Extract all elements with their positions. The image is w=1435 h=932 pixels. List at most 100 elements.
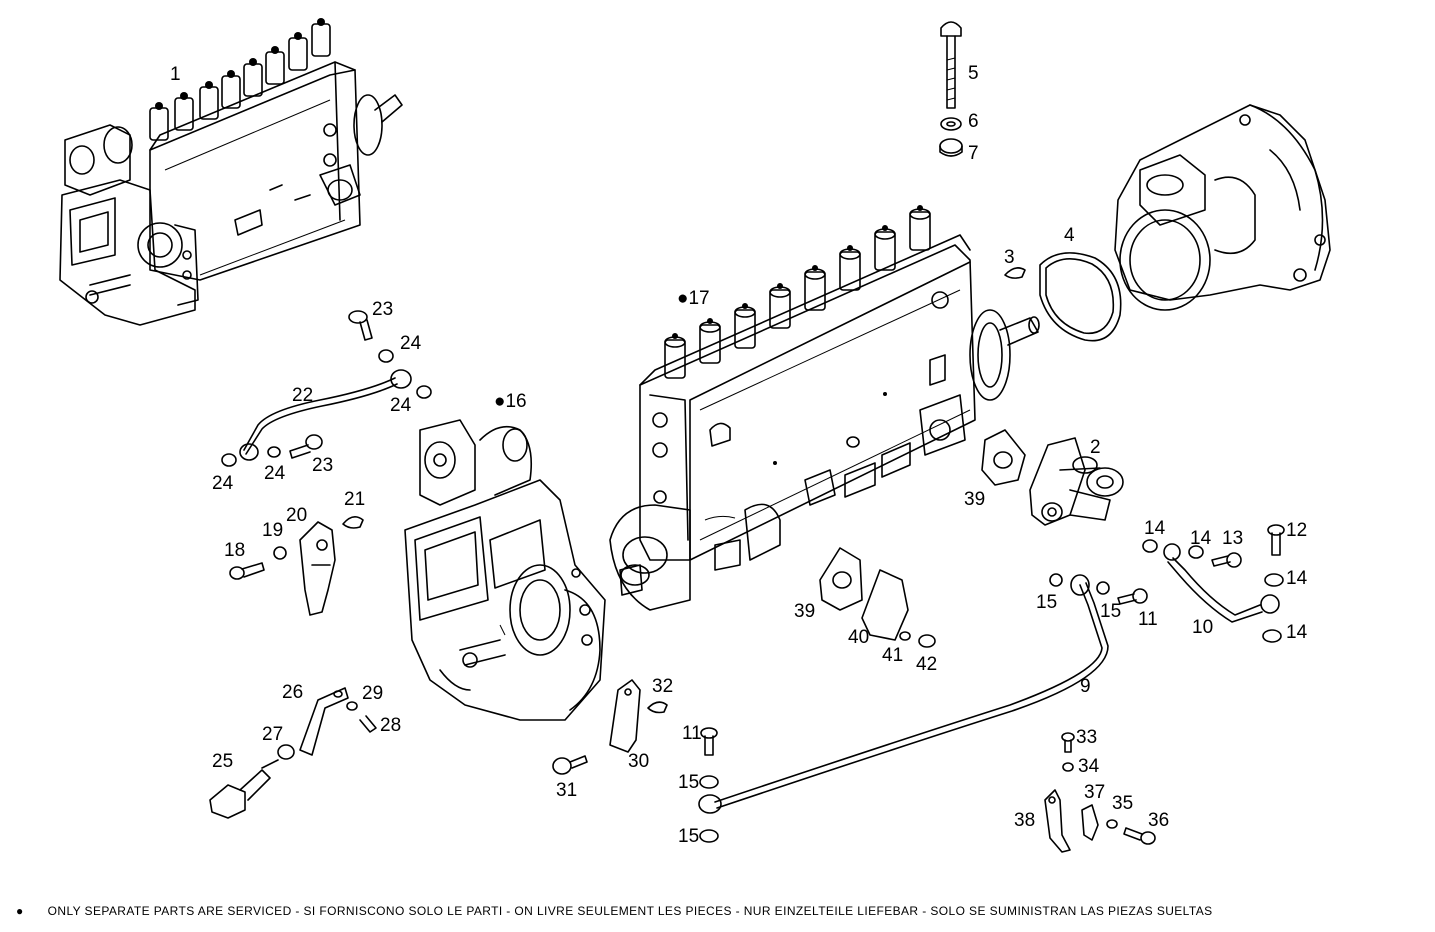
callout-24-b: 24 xyxy=(390,395,412,416)
part-38-bracket xyxy=(1044,789,1071,853)
part-41-washer xyxy=(899,631,911,641)
callout-28: 28 xyxy=(380,715,402,736)
part-39-gasket-lower xyxy=(819,547,863,611)
callout-20: 20 xyxy=(286,505,308,526)
callout-24-d: 24 xyxy=(212,473,234,494)
part-9-fuel-pipe xyxy=(698,574,1109,814)
service-note-footer: ● ONLY SEPARATE PARTS ARE SERVICED - SI F… xyxy=(16,904,1213,918)
callout-24-c: 24 xyxy=(264,463,286,484)
part-15-washers xyxy=(699,573,1110,843)
part-33-screw xyxy=(1061,732,1075,753)
part-21-key xyxy=(342,516,364,529)
part-1-injection-pump-assembly xyxy=(59,18,403,326)
callout-2: 2 xyxy=(1090,437,1101,458)
part-32-key xyxy=(647,701,668,714)
callout-39-lower: 39 xyxy=(794,601,816,622)
part-4-o-ring xyxy=(1039,252,1122,342)
part-10-fuel-pipe xyxy=(1163,543,1280,623)
callout-26: 26 xyxy=(282,682,304,703)
part-16-governor-housing xyxy=(404,419,606,721)
callout-25: 25 xyxy=(212,751,234,772)
callout-24-a: 24 xyxy=(400,333,422,354)
callout-6: 6 xyxy=(968,111,979,132)
part-34-washer xyxy=(1062,762,1074,772)
callout-14-b: 14 xyxy=(1190,528,1212,549)
callout-7: 7 xyxy=(968,143,979,164)
part-6-washer xyxy=(940,117,962,131)
callout-33: 33 xyxy=(1076,727,1098,748)
callout-15-a: 15 xyxy=(1036,592,1058,613)
callout-14-a: 14 xyxy=(1144,518,1166,539)
callout-15-c: 15 xyxy=(678,772,700,793)
part-37-clip xyxy=(1081,804,1099,841)
callout-18: 18 xyxy=(224,540,246,561)
part-23-banjo-bolt-upper xyxy=(348,310,373,341)
callout-34: 34 xyxy=(1078,756,1100,777)
callout-14-c: 14 xyxy=(1286,568,1308,589)
callout-42: 42 xyxy=(916,654,938,675)
callout-23-upper: 23 xyxy=(372,299,394,320)
callout-19: 19 xyxy=(262,520,284,541)
part-2-feed-pump xyxy=(1029,437,1124,526)
callout-21: 21 xyxy=(344,489,366,510)
callout-37: 37 xyxy=(1084,782,1106,803)
coupling-flange-housing xyxy=(1114,104,1331,311)
callout-31: 31 xyxy=(556,780,578,801)
callout-17: ●17 xyxy=(677,288,710,309)
part-23-banjo-bolt-lower xyxy=(289,434,323,459)
callout-41: 41 xyxy=(882,645,904,666)
footer-bullet: ● xyxy=(16,904,24,918)
callout-40: 40 xyxy=(848,627,870,648)
callout-12: 12 xyxy=(1286,520,1308,541)
callout-15-b: 15 xyxy=(1100,601,1122,622)
footer-note-text: ONLY SEPARATE PARTS ARE SERVICED - SI FO… xyxy=(47,904,1213,918)
callout-36: 36 xyxy=(1148,810,1170,831)
callout-32: 32 xyxy=(652,676,674,697)
callout-4: 4 xyxy=(1064,225,1075,246)
callout-30: 30 xyxy=(628,751,650,772)
part-12-banjo-bolt xyxy=(1267,524,1285,556)
callout-1: 1 xyxy=(170,64,181,85)
callout-3: 3 xyxy=(1004,247,1015,268)
part-29-washer xyxy=(346,701,358,711)
part-18-bolt xyxy=(229,562,265,580)
callout-11-lower: 11 xyxy=(682,723,702,744)
part-30-lever xyxy=(609,679,641,753)
part-36-screw xyxy=(1123,827,1156,845)
part-19-washer xyxy=(273,546,287,560)
part-40-cover-plate xyxy=(861,569,909,641)
part-35-washer xyxy=(1106,819,1118,829)
part-42-nut xyxy=(918,634,936,648)
callout-9: 9 xyxy=(1080,676,1091,697)
part-24-washers xyxy=(221,349,432,467)
part-28-screw xyxy=(359,715,377,733)
part-7-nut xyxy=(939,138,963,157)
part-3-woodruff-key xyxy=(1004,267,1026,279)
callout-35: 35 xyxy=(1112,793,1134,814)
callout-11-right: 11 xyxy=(1138,609,1158,630)
callout-14-d: 14 xyxy=(1286,622,1308,643)
callout-15-d: 15 xyxy=(678,826,700,847)
part-17-pump-body xyxy=(609,205,1040,611)
callout-13: 13 xyxy=(1222,528,1244,549)
part-11-banjo-bolt-lower xyxy=(700,727,718,756)
callout-22: 22 xyxy=(292,385,314,406)
callout-27: 27 xyxy=(262,724,284,745)
part-13-banjo-bolt xyxy=(1211,552,1242,568)
callout-29: 29 xyxy=(362,683,384,704)
part-20-lever xyxy=(299,521,336,616)
callout-5: 5 xyxy=(968,63,979,84)
part-26-bracket xyxy=(299,687,349,756)
part-5-long-bolt xyxy=(940,21,962,109)
callout-38: 38 xyxy=(1014,810,1036,831)
part-31-screw xyxy=(552,755,588,775)
callout-23-lower: 23 xyxy=(312,455,334,476)
callout-10: 10 xyxy=(1192,617,1214,638)
part-22-oil-pipe xyxy=(239,369,412,461)
part-11-banjo-bolt-right xyxy=(1117,588,1148,605)
part-27-washer xyxy=(277,744,295,760)
callout-16: ●16 xyxy=(494,391,527,412)
part-14-washers xyxy=(1142,539,1284,643)
